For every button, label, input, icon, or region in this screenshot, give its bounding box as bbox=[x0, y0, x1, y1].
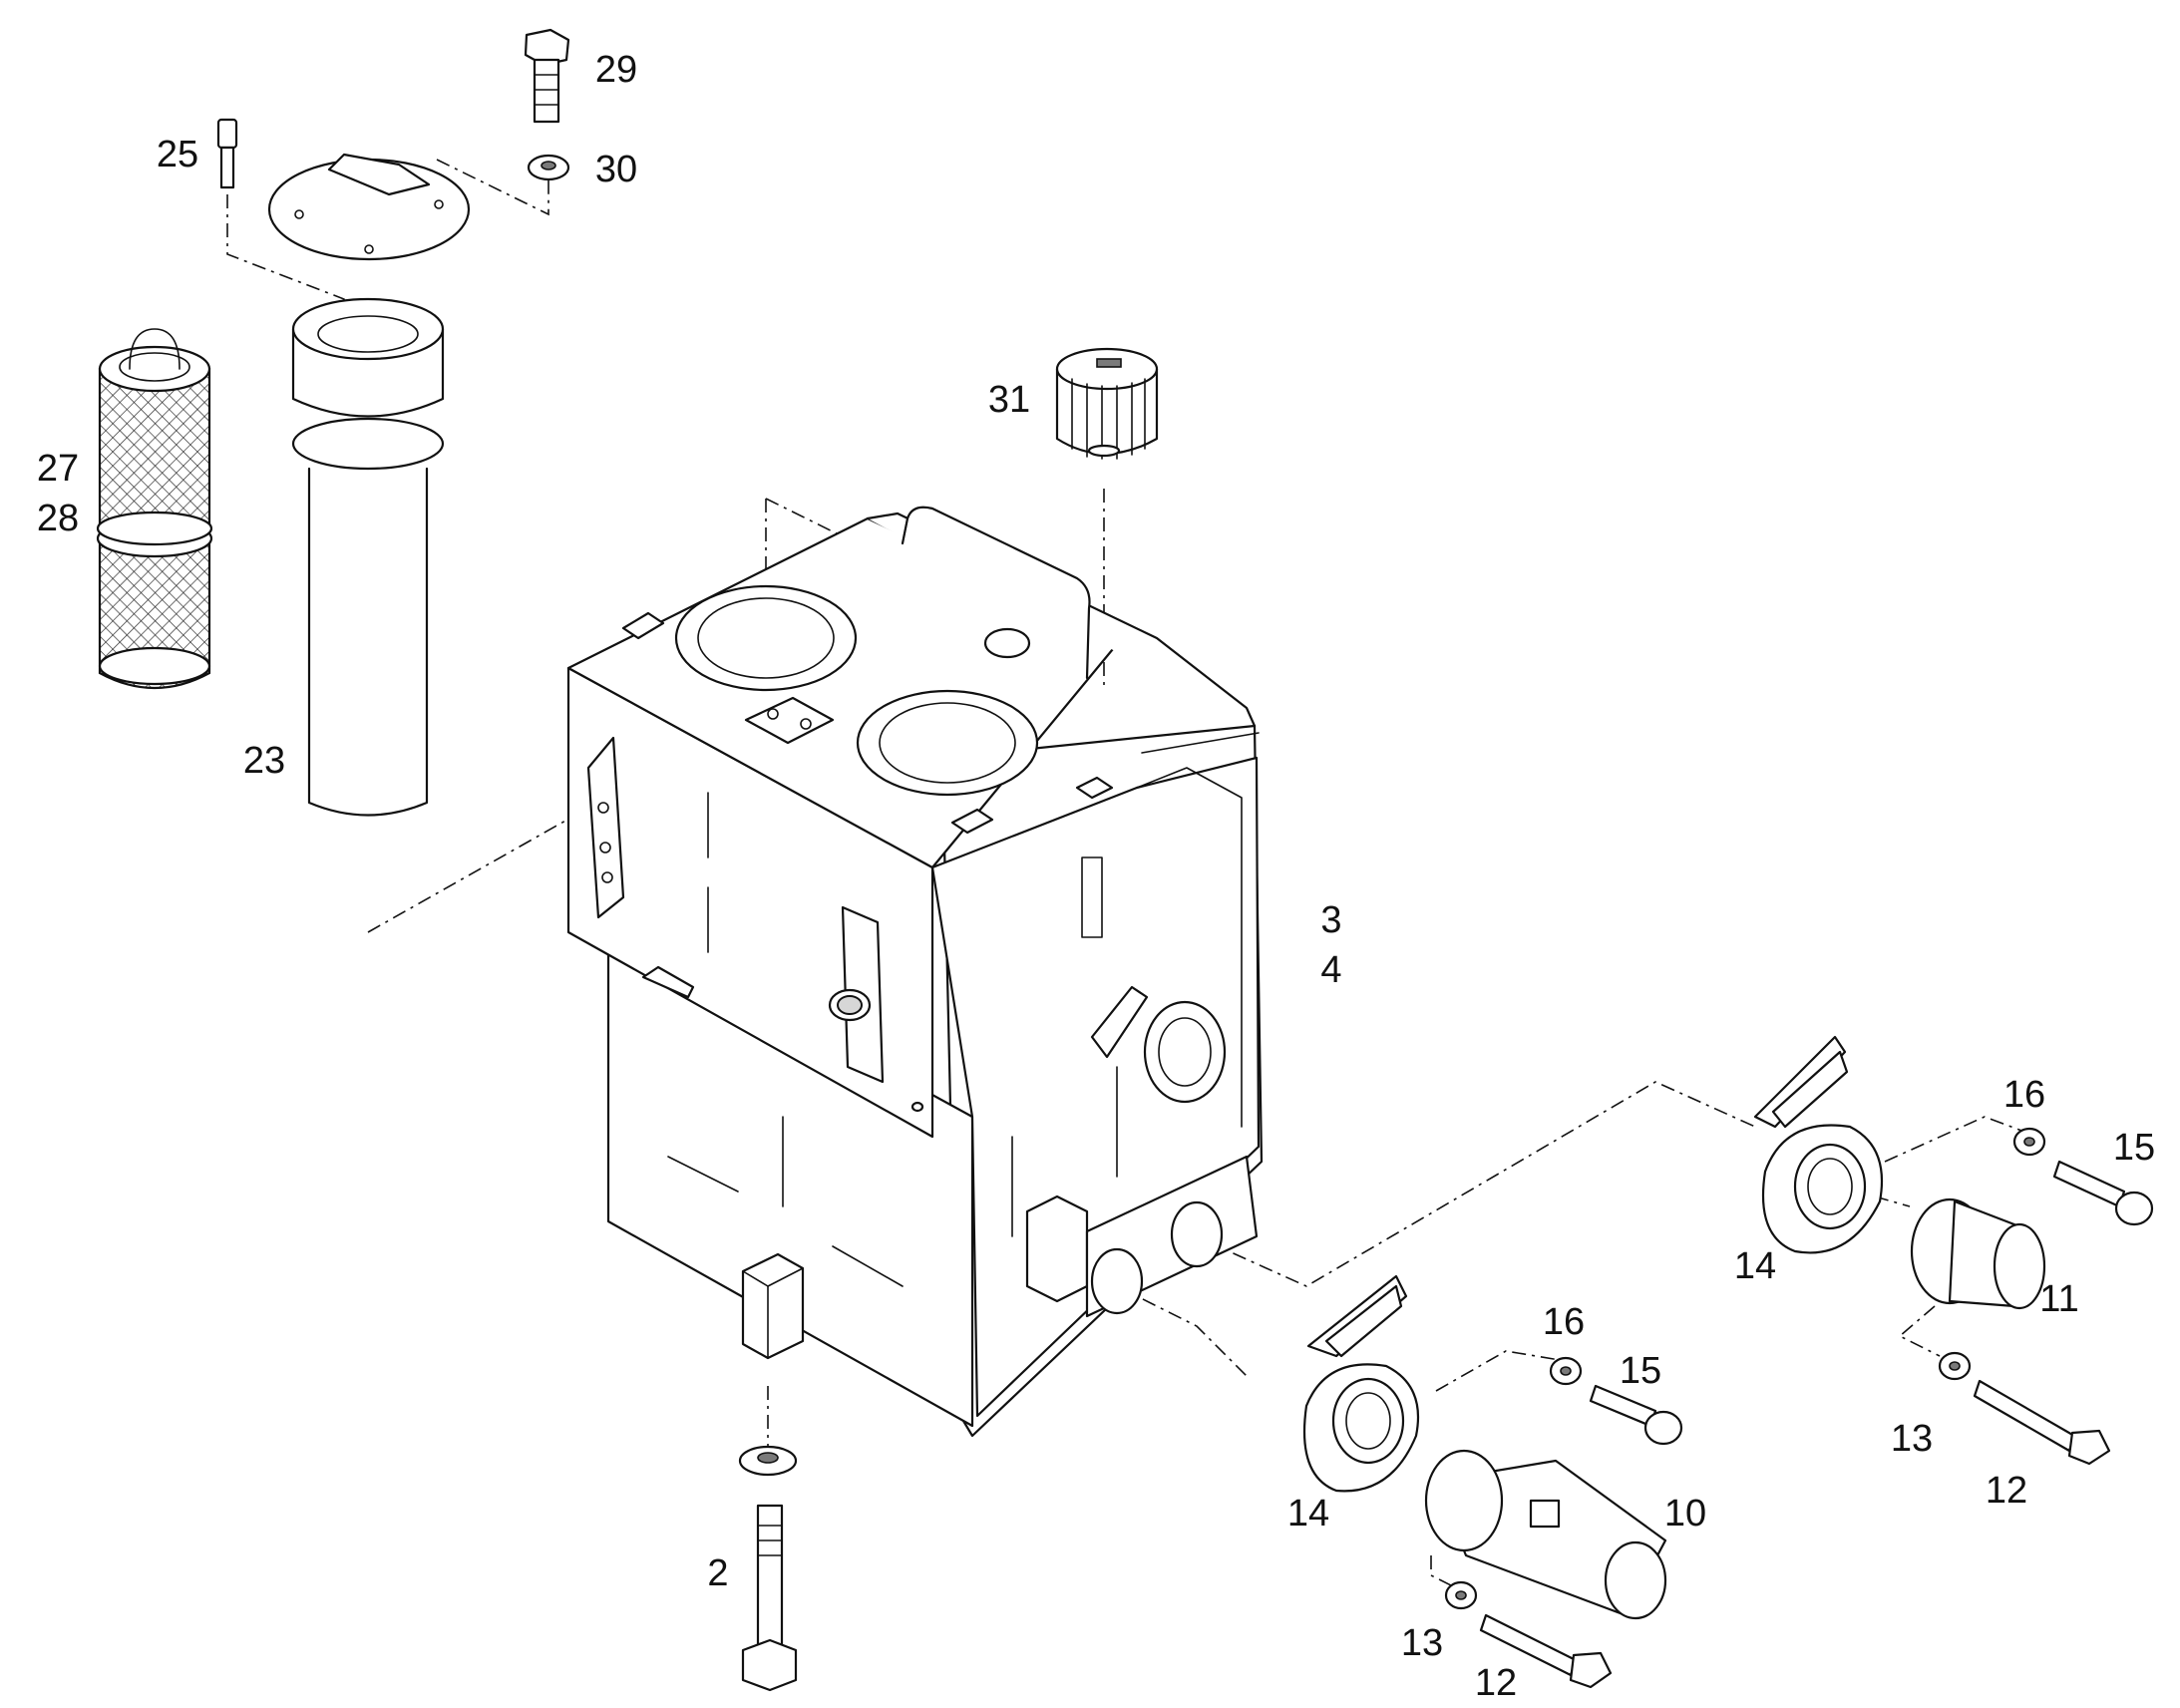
bolt-12-upper bbox=[1973, 1379, 2111, 1466]
washer-30 bbox=[527, 154, 570, 181]
callout-13-upper: 13 bbox=[1891, 1418, 1933, 1460]
cap-screw-25 bbox=[216, 118, 238, 189]
flange-14-upper bbox=[1753, 1035, 1884, 1254]
callout-3: 3 bbox=[1320, 899, 1341, 941]
callout-15-lower: 15 bbox=[1620, 1350, 1661, 1392]
callout-16-lower: 16 bbox=[1543, 1301, 1585, 1343]
filter-cover bbox=[267, 153, 471, 261]
bolt-2 bbox=[738, 1445, 798, 1692]
bolt-12-lower bbox=[1479, 1613, 1613, 1689]
callout-10: 10 bbox=[1664, 1493, 1706, 1535]
callout-4: 4 bbox=[1320, 949, 1341, 991]
callout-12-lower: 12 bbox=[1475, 1662, 1517, 1704]
flange-14-lower bbox=[1302, 1274, 1420, 1493]
main-housing bbox=[566, 506, 1264, 1438]
breather-cap-31 bbox=[1055, 347, 1159, 460]
callout-2: 2 bbox=[707, 1552, 728, 1594]
callout-14-lower: 14 bbox=[1287, 1493, 1329, 1535]
callout-29: 29 bbox=[595, 49, 637, 91]
washer-16-lower bbox=[1549, 1356, 1583, 1386]
screw-15-upper bbox=[2052, 1160, 2154, 1226]
filter-tube-23 bbox=[291, 297, 445, 817]
filter-element-27-28 bbox=[96, 328, 213, 689]
coupler-10 bbox=[1424, 1449, 1667, 1620]
callout-11: 11 bbox=[2039, 1278, 2078, 1320]
callout-16-upper: 16 bbox=[2003, 1074, 2045, 1116]
callout-30: 30 bbox=[595, 149, 637, 190]
washer-13-upper bbox=[1938, 1351, 1972, 1381]
callout-31: 31 bbox=[988, 379, 1030, 421]
callout-27: 27 bbox=[37, 448, 79, 490]
hex-bolt-29 bbox=[524, 28, 570, 124]
coupler-11 bbox=[1910, 1197, 2046, 1310]
callout-14-upper: 14 bbox=[1734, 1245, 1776, 1287]
screw-15-lower bbox=[1589, 1384, 1683, 1446]
washer-16-upper bbox=[2012, 1127, 2046, 1157]
callout-23: 23 bbox=[243, 740, 285, 782]
callout-13-lower: 13 bbox=[1401, 1622, 1443, 1664]
callout-15-upper: 15 bbox=[2113, 1127, 2155, 1169]
callout-25: 25 bbox=[157, 134, 198, 175]
callout-labels: 2 3 4 10 11 12 12 13 13 14 14 15 15 16 1… bbox=[37, 49, 2155, 1704]
callout-28: 28 bbox=[37, 498, 79, 539]
callout-12-upper: 12 bbox=[1986, 1470, 2027, 1512]
washer-13-lower bbox=[1444, 1580, 1478, 1610]
